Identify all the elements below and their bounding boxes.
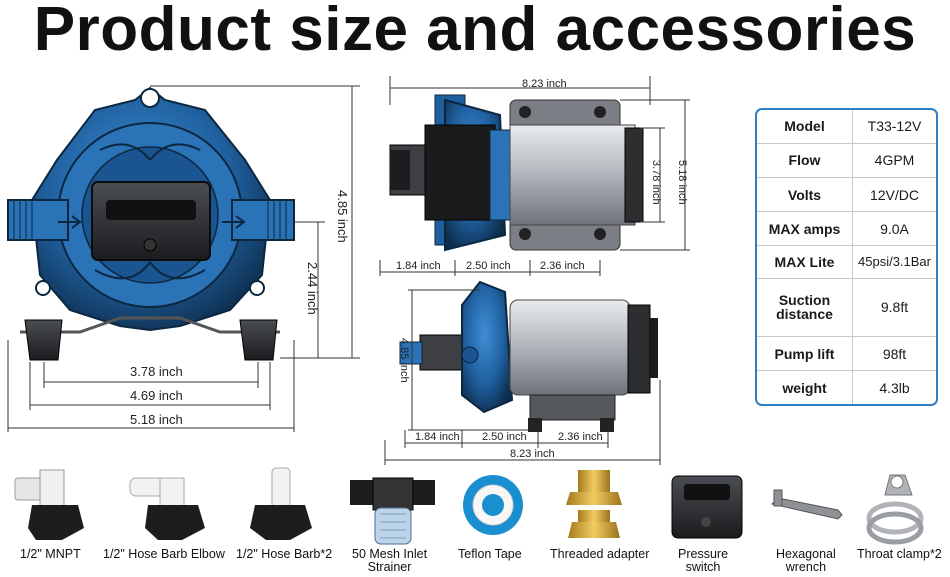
spec-value: T33-12V — [852, 110, 936, 144]
side-seg-2-label: 2.50 inch — [482, 431, 527, 443]
accessory-label-line2: wrench — [785, 560, 827, 574]
spec-value: 45psi/3.1Bar — [852, 245, 936, 279]
side-seg-3-label: 2.36 inch — [558, 431, 603, 443]
top-dimension-lines — [379, 76, 690, 276]
side-length-label: 8.23 inch — [510, 448, 555, 460]
top-seg-1-label: 1.84 inch — [396, 260, 441, 272]
accessory-label-line1: Hexagonal — [776, 547, 836, 561]
pressure-switch-icon — [671, 475, 743, 539]
mnpt-fitting-icon — [14, 469, 84, 540]
accessory-label-hose-barb-elbow: 1/2" Hose Barb Elbow — [103, 547, 225, 561]
front-width-1-label: 3.78 inch — [130, 364, 183, 379]
side-height-label: 4.85 inch — [398, 338, 410, 383]
threaded-adapter-icon — [566, 470, 622, 538]
side-view-pump — [399, 280, 658, 432]
accessory-label-throat-clamp: Throat clamp*2 — [857, 547, 942, 561]
top-depth-2-label: 5.18 inch — [676, 160, 688, 205]
front-height-label: 4.85 inch — [335, 190, 350, 243]
spec-value: 98ft — [852, 336, 936, 372]
top-view-pump — [389, 94, 644, 252]
side-seg-1-label: 1.84 inch — [415, 431, 460, 443]
accessory-label-line1: Pressure — [678, 547, 729, 561]
spec-value: 9.8ft — [852, 278, 936, 337]
spec-key: Volts — [757, 177, 853, 213]
front-outlet-height-label: 2.44 inch — [305, 262, 320, 315]
spec-value: 12V/DC — [852, 177, 936, 213]
accessory-label-line1: 50 Mesh Inlet — [352, 547, 428, 561]
top-length-label: 8.23 inch — [522, 78, 567, 90]
accessory-label-line2: switch — [685, 560, 721, 574]
throat-clamp-icon — [866, 474, 924, 545]
hex-wrench-icon — [771, 489, 843, 520]
spec-key: Model — [757, 110, 853, 144]
spec-value: 4.3lb — [879, 379, 910, 396]
spec-key: Flow — [757, 143, 853, 178]
spec-value: 9.0A — [852, 211, 936, 247]
accessory-label-hose-barb: 1/2" Hose Barb*2 — [236, 547, 333, 561]
hose-barb-icon — [250, 467, 312, 540]
front-view-pump — [7, 86, 295, 361]
accessory-label-threaded-adapter: Threaded adapter — [550, 547, 650, 561]
spec-key: MAX amps — [757, 211, 853, 247]
front-width-2-label: 4.69 inch — [130, 388, 183, 403]
front-width-3-label: 5.18 inch — [130, 412, 183, 427]
top-seg-3-label: 2.36 inch — [540, 260, 585, 272]
top-depth-1-label: 3.78 inch — [650, 160, 662, 205]
spec-key: Suction distance — [757, 278, 853, 337]
accessory-label-teflon-tape: Teflon Tape — [458, 547, 522, 561]
inlet-strainer-icon — [350, 477, 435, 545]
spec-row: weight 4.3lb — [757, 370, 936, 404]
accessory-label-line2: Strainer — [367, 560, 412, 574]
spec-key: weight — [757, 370, 853, 404]
spec-key: Pump lift — [757, 336, 853, 372]
page-title: Product size and accessories — [33, 0, 917, 64]
top-seg-2-label: 2.50 inch — [466, 260, 511, 272]
spec-value: 4GPM — [852, 143, 936, 178]
front-dimension-lines — [7, 85, 360, 432]
accessory-label-mnpt: 1/2" MNPT — [20, 547, 81, 561]
hose-barb-elbow-icon — [129, 477, 205, 540]
teflon-tape-icon — [463, 475, 523, 535]
spec-key: MAX Lite — [757, 245, 853, 279]
side-dimension-lines — [384, 289, 661, 465]
